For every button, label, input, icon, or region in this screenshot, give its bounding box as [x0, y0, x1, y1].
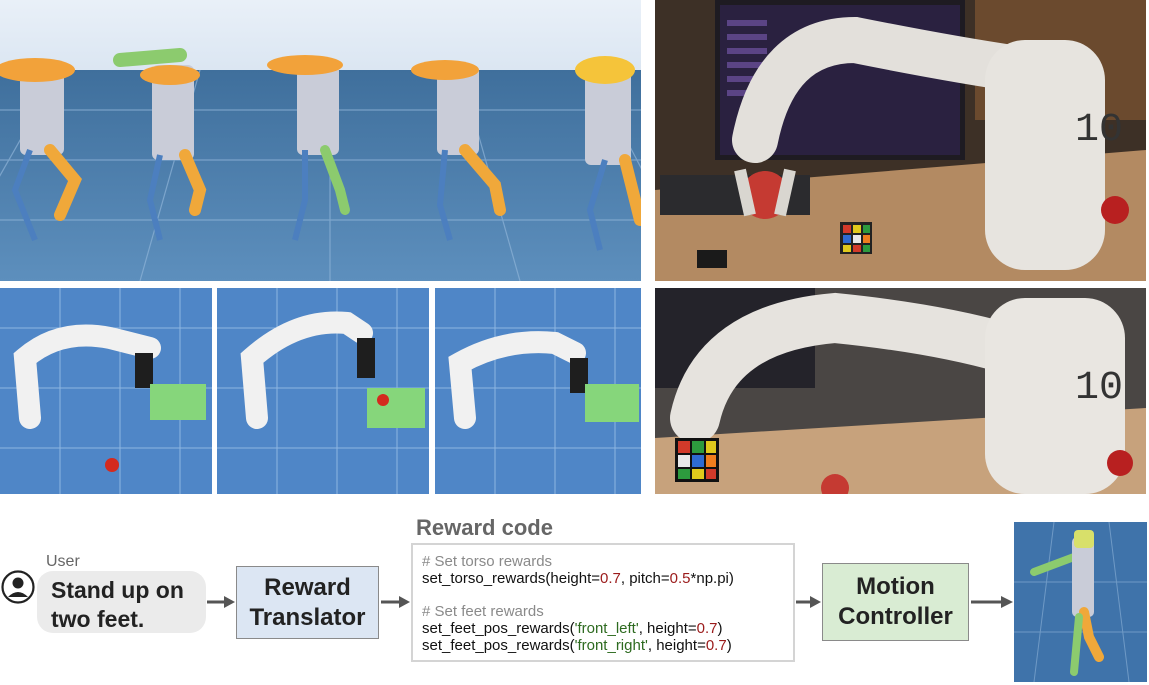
- result-standing-robot-thumbnail: [1014, 522, 1147, 682]
- user-instruction-bubble: Stand up on two feet.: [37, 571, 206, 633]
- arrow-user-to-translator: [207, 596, 235, 608]
- sim-arm-frame-1: [0, 288, 212, 494]
- code-line-torso: set_torso_rewards(height=0.7, pitch=0.5*…: [422, 570, 734, 587]
- code-comment-feet: # Set feet rewards: [422, 603, 544, 620]
- arrow-controller-to-result: [971, 596, 1013, 608]
- motion-controller-block: Motion Controller: [822, 563, 969, 641]
- real-robot-arm-photo-top: 10: [655, 0, 1146, 281]
- user-icon: [1, 570, 35, 604]
- user-label: User: [46, 553, 80, 570]
- arrow-code-to-controller: [796, 596, 821, 608]
- arrow-translator-to-code: [381, 596, 410, 608]
- sim-quadrupeds-image: [0, 0, 641, 281]
- user-instruction-line-1: Stand up on: [51, 577, 184, 603]
- sim-arm-frame-3: [435, 288, 641, 494]
- sim-arm-frame-2: [217, 288, 429, 494]
- reward-code-box: # Set torso rewards set_torso_rewards(he…: [411, 543, 795, 662]
- user-instruction-line-2: two feet.: [51, 606, 145, 632]
- reward-code-title: Reward code: [416, 515, 553, 540]
- arm-number-label-bottom: 10: [1075, 366, 1123, 411]
- code-comment-torso: # Set torso rewards: [422, 553, 553, 570]
- reward-translator-line-2: Translator: [249, 603, 366, 631]
- real-robot-arm-photo-bottom: 10: [655, 288, 1146, 494]
- code-line-feet-left: set_feet_pos_rewards('front_left', heigh…: [422, 620, 723, 637]
- reward-translator-line-1: Reward: [264, 573, 351, 601]
- code-line-feet-right: set_feet_pos_rewards('front_right', heig…: [422, 637, 732, 654]
- reward-translator-block: Reward Translator: [236, 566, 379, 639]
- motion-controller-line-1: Motion: [856, 573, 935, 600]
- motion-controller-line-2: Controller: [838, 603, 953, 630]
- arm-number-label: 10: [1075, 108, 1123, 153]
